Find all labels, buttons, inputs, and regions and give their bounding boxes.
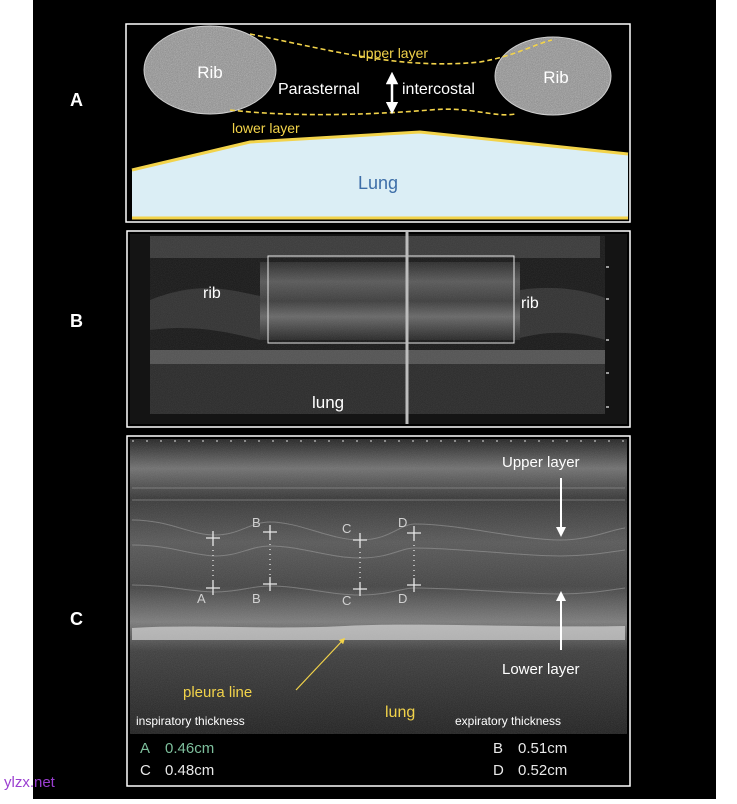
upper-layer-curve <box>249 33 553 65</box>
marker-b-bottom: B <box>252 591 261 606</box>
upper-layer-label-c: Upper layer <box>502 454 580 471</box>
watermark: ylzx.net <box>4 774 55 791</box>
region-box <box>267 255 515 344</box>
parasternal-label: Parasternal <box>278 81 360 98</box>
panel-b: rib rib lung <box>126 230 631 428</box>
expiratory-label: expiratory thickness <box>455 714 561 728</box>
panel-letter-c: C <box>70 609 83 629</box>
marker-d-top: D <box>398 515 407 530</box>
pleura-band <box>132 624 625 640</box>
pleura-outline <box>131 130 629 172</box>
measure-b-value: 0.51cm <box>518 740 567 757</box>
rib-left-label: Rib <box>197 63 223 82</box>
measure-a-value: 0.46cm <box>165 740 214 757</box>
caliper-markers <box>206 525 421 596</box>
lung-label-b: lung <box>312 393 344 412</box>
upper-layer-label: upper layer <box>358 45 428 61</box>
measure-c-label: C <box>140 762 151 779</box>
pleura-arrow <box>295 637 346 691</box>
inspiratory-label: inspiratory thickness <box>136 714 245 728</box>
marker-b-top: B <box>252 515 261 530</box>
rib-left-label-b: rib <box>203 285 221 302</box>
marker-d-bottom: D <box>398 591 407 606</box>
lower-layer-label-c: Lower layer <box>502 661 580 678</box>
measure-b-label: B <box>493 740 503 757</box>
measure-d-label: D <box>493 762 504 779</box>
marker-c-bottom: C <box>342 593 351 608</box>
rib-right-label: Rib <box>543 68 569 87</box>
measurement-readouts: A 0.46cm B 0.51cm C 0.48cm D 0.52cm <box>140 740 567 779</box>
pleura-line-label: pleura line <box>183 684 252 701</box>
lower-layer-curve <box>229 108 516 116</box>
panel-letter-b: B <box>70 311 83 331</box>
caliper-letters: B C D A B C D <box>197 515 407 608</box>
rib-left-shape <box>144 26 276 114</box>
measure-a-label: A <box>140 740 150 757</box>
intercostal-label: intercostal <box>402 81 475 98</box>
lower-layer-label: lower layer <box>232 120 300 136</box>
rib-right-shape <box>495 37 611 115</box>
panel-letter-a: A <box>70 90 83 110</box>
marker-c-top: C <box>342 521 351 536</box>
panel-c: B C D A B C D Upper layer Lower layer pl… <box>126 435 631 787</box>
lung-shape <box>132 132 628 218</box>
lung-label-c: lung <box>385 704 415 721</box>
marker-a-bottom: A <box>197 591 206 606</box>
lung-label: Lung <box>358 173 398 193</box>
rib-right-label-b: rib <box>521 295 539 312</box>
panel-a: Rib Rib upper layer lower layer Paraster… <box>125 23 631 223</box>
measure-d-value: 0.52cm <box>518 762 567 779</box>
depth-ticks <box>606 266 609 408</box>
measure-c-value: 0.48cm <box>165 762 214 779</box>
